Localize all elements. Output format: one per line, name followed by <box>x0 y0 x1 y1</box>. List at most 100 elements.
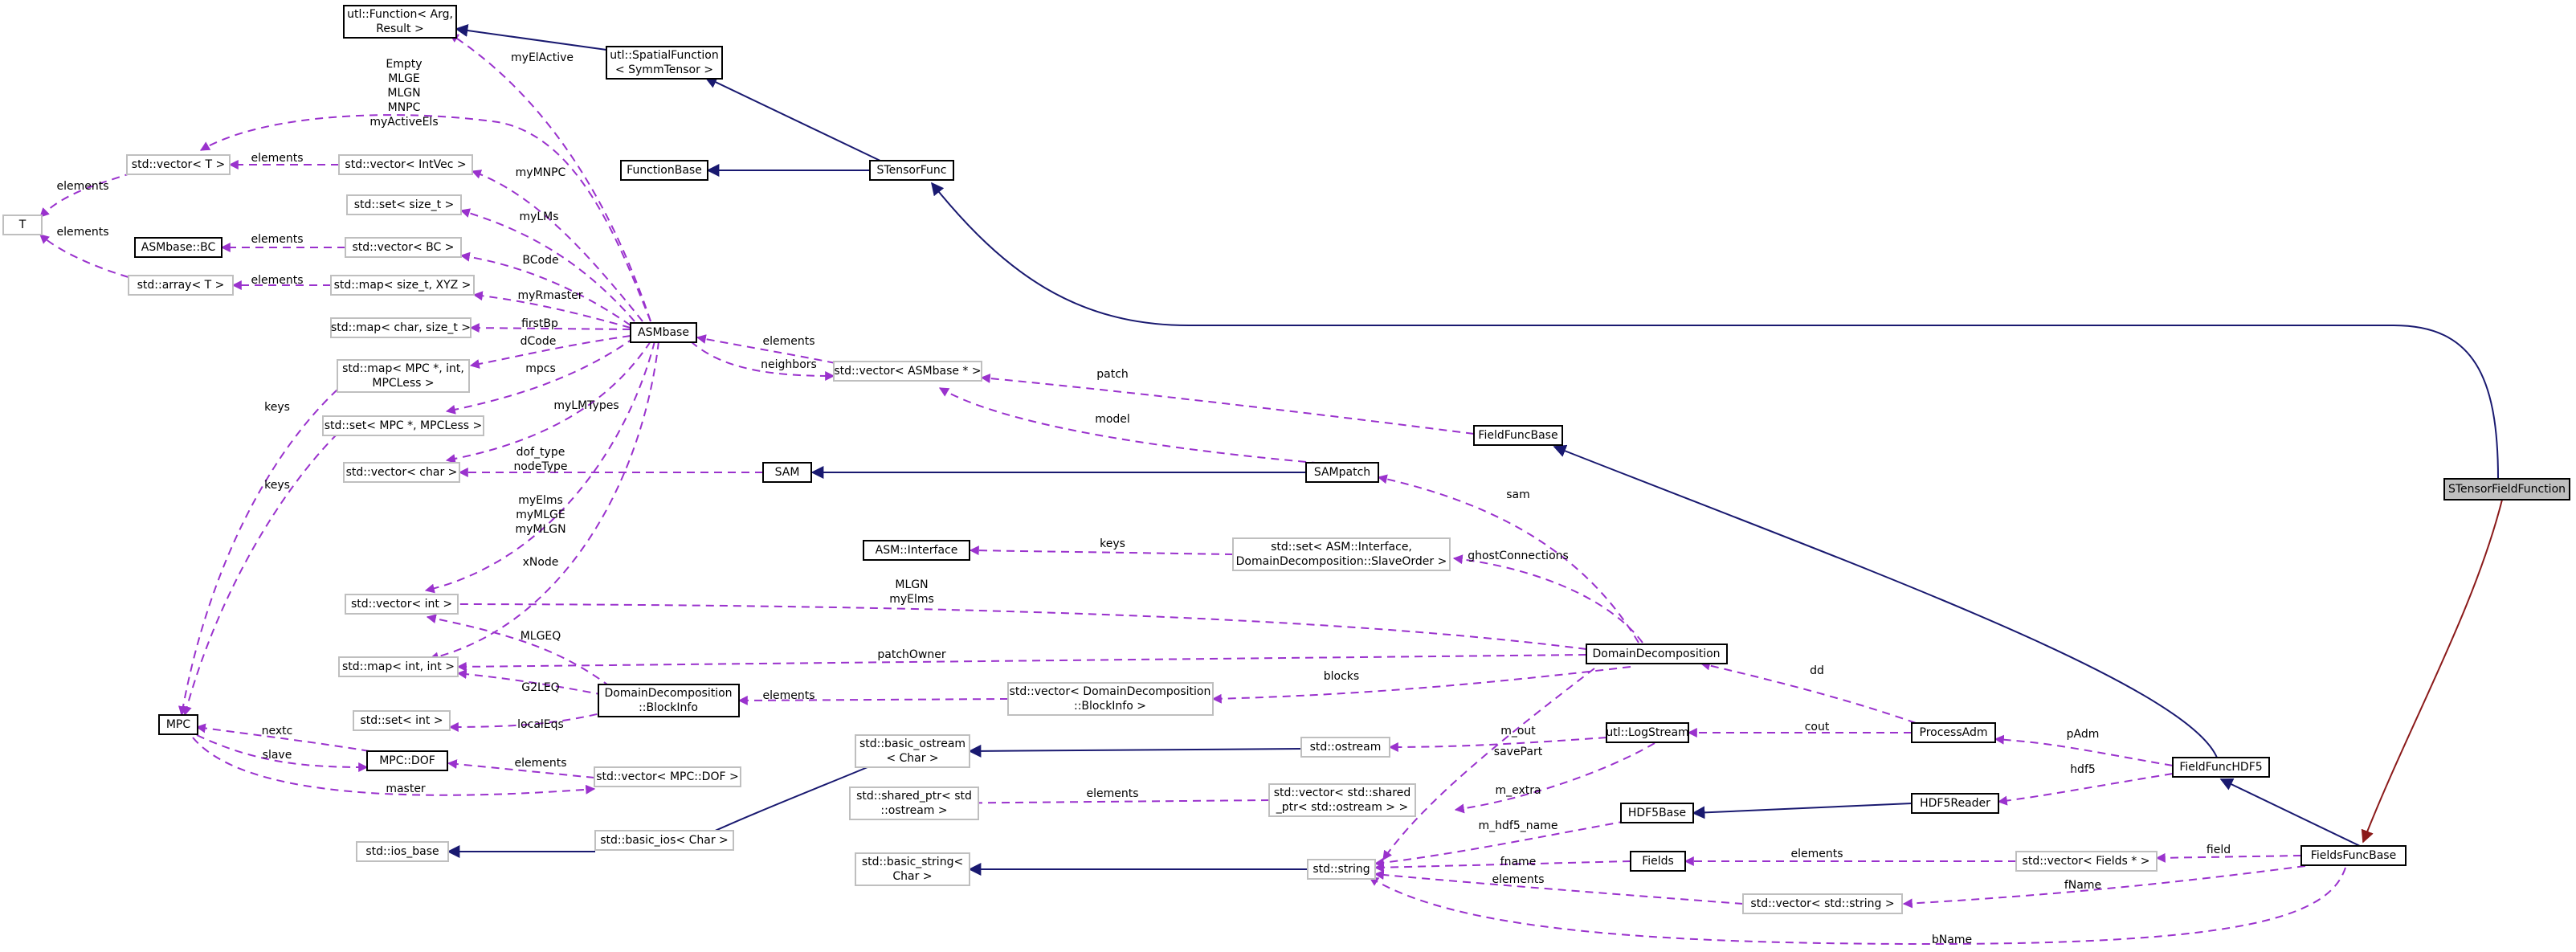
edge-spatialfunction-inherits-function <box>455 24 607 51</box>
node-set-asm-interface[interactable]: std::set< ASM::Interface,DomainDecomposi… <box>1232 537 1451 571</box>
node-array-t[interactable]: std::array< T > <box>128 275 234 296</box>
svg-text:FieldFuncBase: FieldFuncBase <box>1478 429 1557 442</box>
label-mextra: m_extra <box>1495 784 1541 797</box>
label-vt-elements: elements <box>251 152 303 165</box>
node-shared-ptr-ostream[interactable]: std::shared_ptr< std::ostream > <box>849 787 979 820</box>
label-fields-elements: elements <box>1790 848 1843 860</box>
label-array-t-elements: elements <box>56 226 108 239</box>
node-vector-block-info[interactable]: std::vector< DomainDecomposition::BlockI… <box>1007 682 1214 716</box>
edge-fieldsfuncbase-inherits-fieldfunchdf5 <box>2219 778 2362 848</box>
svg-text:std::ios_base: std::ios_base <box>365 845 439 858</box>
svg-text:std::shared_ptr< std::ostream: std::shared_ptr< std::ostream > <box>856 790 972 817</box>
node-vector-mpc-dof[interactable]: std::vector< MPC::DOF > <box>594 766 741 787</box>
label-ghostconnections: ghostConnections <box>1468 550 1569 562</box>
edge-vectorstdstring-string <box>1374 870 1744 905</box>
node-std-string[interactable]: std::string <box>1307 859 1376 880</box>
svg-text:std::vector< ASMbase * >: std::vector< ASMbase * > <box>834 365 981 378</box>
node-set-size-t[interactable]: std::set< size_t > <box>346 194 462 215</box>
node-log-stream[interactable]: utl::LogStream <box>1606 722 1689 743</box>
node-vector-fields-ptr[interactable]: std::vector< Fields * > <box>2015 851 2158 872</box>
edge-mpc-master <box>192 737 596 796</box>
svg-text:std::map< size_t, XYZ >: std::map< size_t, XYZ > <box>334 279 472 292</box>
node-vector-int[interactable]: std::vector< int > <box>345 594 459 615</box>
label-sam: sam <box>1506 488 1530 501</box>
node-block-info[interactable]: DomainDecomposition::BlockInfo <box>598 684 740 717</box>
node-process-adm[interactable]: ProcessAdm <box>1911 722 1996 743</box>
edge-fieldfunchdf5-inherits-fieldfuncbase <box>1553 444 2218 758</box>
node-spatial-function[interactable]: utl::SpatialFunction< SymmTensor > <box>606 46 723 80</box>
node-asmbase-bc[interactable]: ASMbase::BC <box>134 237 222 258</box>
node-vector-intvec[interactable]: std::vector< IntVec > <box>338 154 473 175</box>
node-mpc-dof[interactable]: MPC::DOF <box>366 750 448 771</box>
svg-text:std::vector< int >: std::vector< int > <box>351 598 452 611</box>
label-mlgeq: MLGEQ <box>521 630 561 643</box>
edge-mpcdof-nextc <box>195 723 370 752</box>
node-basic-ostream[interactable]: std::basic_ostream< Char > <box>855 734 970 768</box>
node-asmbase[interactable]: ASMbase <box>630 322 697 343</box>
edge-domaindecomposition-ghostconnections <box>1452 554 1643 644</box>
edge-array-t-t <box>39 234 129 278</box>
node-fields-func-base[interactable]: FieldsFuncBase <box>2300 845 2407 866</box>
svg-text:STensorFieldFunction: STensorFieldFunction <box>2448 483 2566 496</box>
node-fields[interactable]: Fields <box>1630 851 1686 872</box>
svg-text:utl::Function< Arg,Result >: utl::Function< Arg,Result > <box>347 8 453 35</box>
node-util-function[interactable]: utl::Function< Arg,Result > <box>343 5 457 39</box>
node-function-base[interactable]: FunctionBase <box>620 160 708 181</box>
edge-vectormpcdof-mpcdof <box>447 759 595 778</box>
edge-hdf5reader-inherits-hdf5base <box>1692 803 1913 819</box>
node-sampatch[interactable]: SAMpatch <box>1305 462 1379 483</box>
node-stensor-field-function[interactable]: STensorFieldFunction <box>2443 478 2570 501</box>
label-slave: slave <box>263 749 292 762</box>
label-myelactive: myElActive <box>511 51 574 64</box>
node-vector-shared-ptr[interactable]: std::vector< std::shared_ptr< std::ostre… <box>1268 783 1416 817</box>
edge-asmbase-neighbors <box>690 341 835 381</box>
node-field-func-base[interactable]: FieldFuncBase <box>1473 425 1563 446</box>
label-patchowner: patchOwner <box>877 648 945 661</box>
label-xnode: xNode <box>523 556 559 569</box>
node-basic-ios[interactable]: std::basic_ios< Char > <box>594 830 734 851</box>
node-vector-bc[interactable]: std::vector< BC > <box>345 237 462 258</box>
node-map-int-int[interactable]: std::map< int, int > <box>338 656 459 677</box>
node-map-char-size-t[interactable]: std::map< char, size_t > <box>330 317 472 338</box>
svg-text:std::set< MPC *, MPCLess >: std::set< MPC *, MPCLess > <box>325 419 483 432</box>
node-t[interactable]: T <box>2 215 43 235</box>
label-mymnpc: myMNPC <box>516 166 566 179</box>
node-vector-std-string[interactable]: std::vector< std::string > <box>1742 893 1903 914</box>
node-sam[interactable]: SAM <box>762 462 812 483</box>
node-hdf5-base[interactable]: HDF5Base <box>1620 803 1694 823</box>
svg-text:std::set< ASM::Interface,Domai: std::set< ASM::Interface,DomainDecomposi… <box>1236 541 1447 568</box>
node-domain-decomposition[interactable]: DomainDecomposition <box>1586 644 1728 664</box>
svg-text:std::set< int >: std::set< int > <box>360 714 443 727</box>
node-map-size-t-xyz[interactable]: std::map< size_t, XYZ > <box>330 275 475 296</box>
node-vector-char[interactable]: std::vector< char > <box>343 462 460 483</box>
node-map-mpc-int[interactable]: std::map< MPC *, int,MPCLess > <box>337 359 470 393</box>
node-ostream[interactable]: std::ostream <box>1300 737 1390 758</box>
edge-asmbase-myelactive <box>448 33 651 322</box>
node-stensor-func[interactable]: STensorFunc <box>869 160 954 181</box>
edge-fieldsfuncbase-bname <box>1368 867 2346 946</box>
node-hdf5-reader[interactable]: HDF5Reader <box>1911 793 1999 814</box>
edge-fieldfunchdf5-hdf5 <box>1997 773 2174 806</box>
svg-text:std::vector< DomainDecompositi: std::vector< DomainDecomposition::BlockI… <box>1010 685 1211 713</box>
edge-asmbase-myLMs <box>459 208 635 322</box>
edge-stensorfieldfunction-inherits-stensorfunc <box>930 182 2499 480</box>
node-ios-base[interactable]: std::ios_base <box>356 841 449 862</box>
node-vector-t[interactable]: std::vector< T > <box>126 154 231 175</box>
svg-text:SAM: SAM <box>775 466 800 479</box>
node-set-int[interactable]: std::set< int > <box>353 710 451 731</box>
edge-asmbase-myElms <box>424 341 655 594</box>
svg-text:Fields: Fields <box>1642 855 1674 868</box>
node-asm-interface[interactable]: ASM::Interface <box>863 540 970 561</box>
node-mpc[interactable]: MPC <box>158 714 198 735</box>
svg-text:ASMbase::BC: ASMbase::BC <box>141 241 216 254</box>
edge-logstream-mextra <box>1454 742 1655 814</box>
svg-text:std::array< T >: std::array< T > <box>137 279 225 292</box>
edge-ostream-inherits-basicostream <box>968 744 1302 758</box>
edge-mpc-slave <box>196 734 369 772</box>
node-set-mpc[interactable]: std::set< MPC *, MPCLess > <box>322 415 484 436</box>
label-asm-elements: elements <box>762 335 814 348</box>
node-vector-asmbase-ptr[interactable]: std::vector< ASMbase * > <box>833 361 982 382</box>
node-field-func-hdf5[interactable]: FieldFuncHDF5 <box>2172 757 2270 778</box>
svg-text:std::string: std::string <box>1312 863 1370 876</box>
node-basic-string[interactable]: std::basic_string<Char > <box>855 852 970 886</box>
